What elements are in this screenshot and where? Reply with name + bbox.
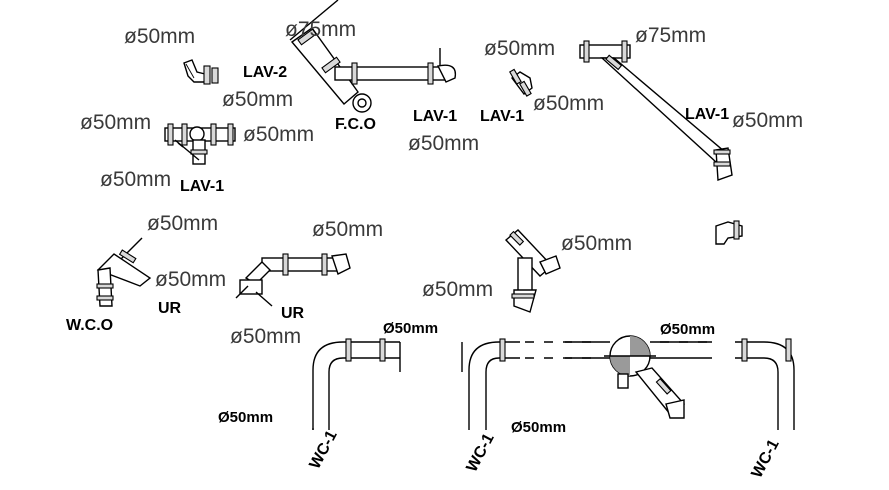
dim-label: ø50mm — [732, 109, 803, 132]
wc1-assembly-1 — [312, 338, 401, 430]
dim-label: ø75mm — [635, 24, 706, 47]
dim-label: ø50mm — [533, 92, 604, 115]
bold-dim-label: Ø50mm — [660, 321, 715, 338]
dim-label: ø75mm — [285, 18, 356, 41]
dim-label: ø50mm — [124, 25, 195, 48]
fixture-tag: LAV-1 — [685, 106, 729, 123]
lav2-elbow-fitting — [183, 59, 219, 85]
dim-label: ø50mm — [408, 132, 479, 155]
lav1-diagonal-branch — [579, 40, 733, 181]
fixture-tag: WC-1 — [307, 428, 341, 472]
fixture-tag: LAV-1 — [180, 178, 224, 195]
dim-label: ø50mm — [243, 123, 314, 146]
lav1-small-elbow — [509, 68, 533, 97]
dim-label: ø50mm — [312, 218, 383, 241]
dim-label: ø50mm — [100, 168, 171, 191]
wco-assembly — [96, 237, 152, 307]
bold-dim-label: Ø50mm — [383, 320, 438, 337]
wc1-assembly-2 — [461, 335, 712, 430]
ur-assembly — [235, 253, 351, 307]
dim-label: ø50mm — [561, 232, 632, 255]
fixture-tag: W.C.O — [66, 317, 113, 334]
dim-label: ø50mm — [155, 268, 226, 291]
dim-label: ø50mm — [484, 37, 555, 60]
dim-label: ø50mm — [222, 88, 293, 111]
fixture-tag: F.C.O — [335, 116, 376, 133]
dim-label: ø50mm — [422, 278, 493, 301]
fixture-tag: WC-1 — [749, 437, 783, 481]
fixture-tag: LAV-2 — [243, 64, 287, 81]
fco-assembly — [289, 0, 457, 113]
dim-label: ø50mm — [147, 212, 218, 235]
lav1-cross-assembly — [164, 123, 236, 165]
wc1-assembly-3 — [735, 338, 795, 430]
small-elbow-right — [715, 220, 743, 245]
dim-label: ø50mm — [80, 111, 151, 134]
bold-dim-label: Ø50mm — [218, 409, 273, 426]
fixture-tag: UR — [158, 300, 182, 317]
fixture-tag: LAV-1 — [480, 108, 524, 125]
fixture-tag: WC-1 — [464, 431, 498, 475]
dim-label: ø50mm — [230, 325, 301, 348]
bold-dim-label: Ø50mm — [511, 419, 566, 436]
fixture-tag: UR — [281, 305, 305, 322]
wye-assembly — [504, 229, 561, 313]
fixture-tag: LAV-1 — [413, 108, 457, 125]
